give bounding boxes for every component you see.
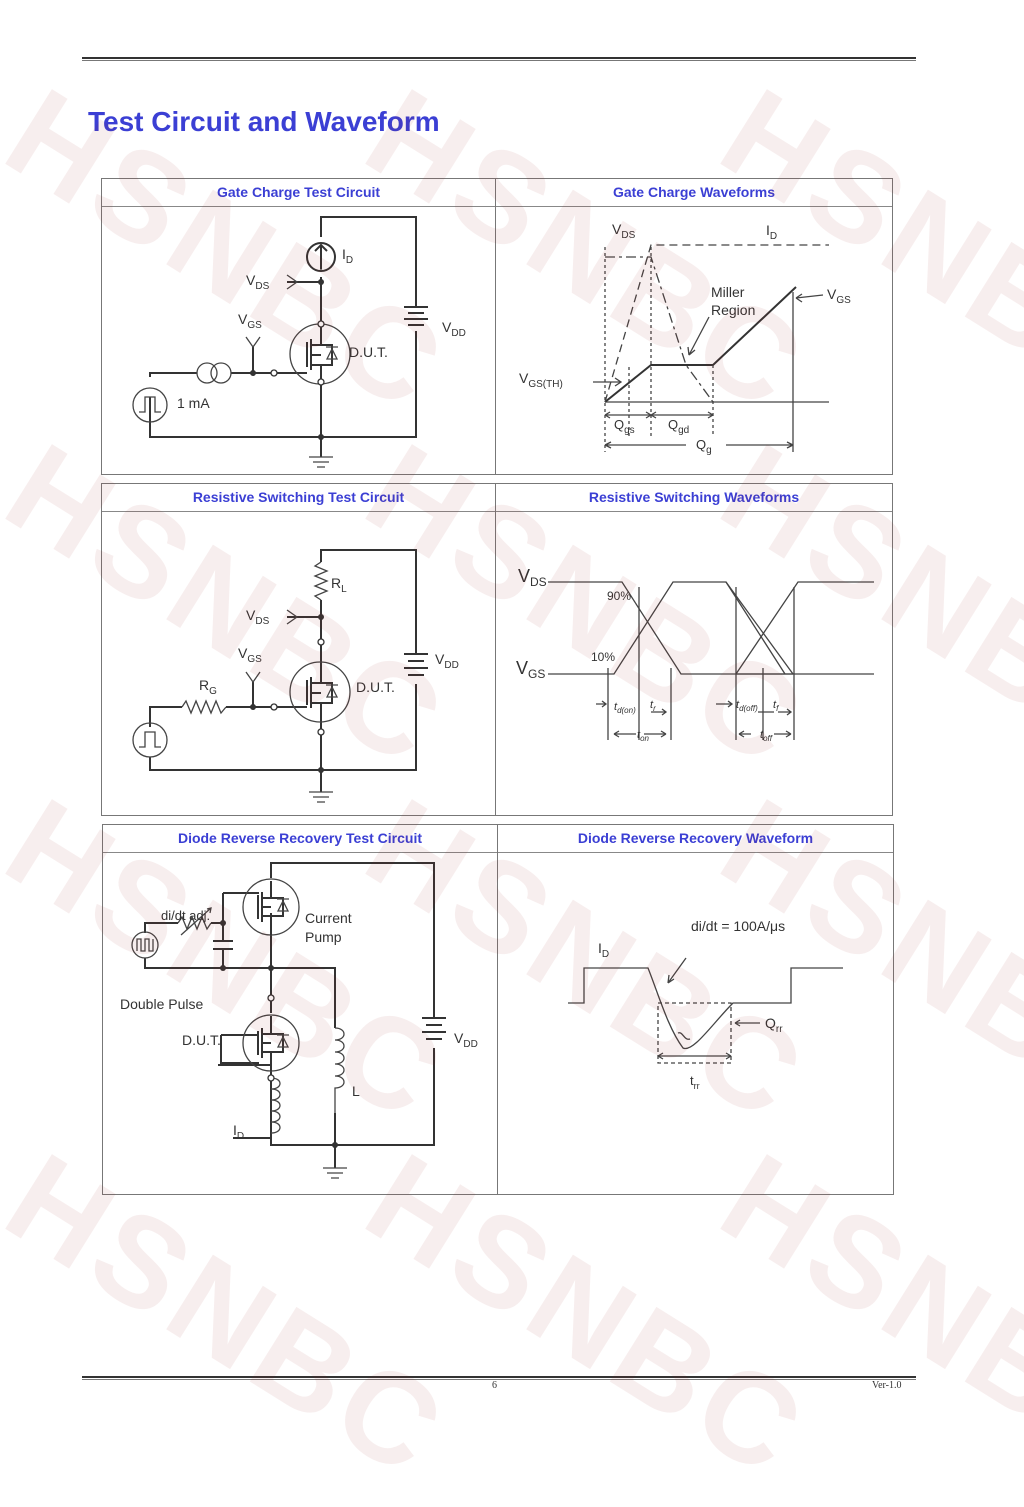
label-vds: V [612, 221, 622, 237]
svg-text:ton: ton [637, 729, 650, 743]
label-qgd: Q [668, 417, 678, 432]
svg-text:Qgs: Qgs [614, 417, 635, 436]
panel-diode-waveform: Diode Reverse Recovery Waveform di/dt = … [497, 824, 894, 1195]
label-pump-2: Pump [305, 929, 342, 945]
label-90pct: 90% [607, 589, 631, 603]
label-source: 1 mA [177, 395, 210, 411]
label-rg: R [199, 677, 209, 693]
svg-text:VDD: VDD [435, 651, 459, 671]
svg-text:VGS(TH): VGS(TH) [519, 370, 563, 390]
panel-heading: Gate Charge Test Circuit [102, 179, 495, 207]
top-rule [82, 57, 916, 61]
label-id: I [342, 246, 346, 262]
svg-text:td(on): td(on) [614, 701, 636, 715]
panel-heading: Diode Reverse Recovery Test Circuit [103, 825, 497, 853]
panel-diode-circuit: Diode Reverse Recovery Test Circuit [102, 824, 498, 1195]
label-tf: t [773, 699, 777, 711]
resistive-waveform-diagram: VDS VGS 90% 10% td(on) tr ton td(off) tf… [516, 566, 874, 743]
label-vdd: V [435, 651, 445, 667]
svg-text:VDD: VDD [442, 319, 466, 339]
svg-text:ID: ID [233, 1122, 244, 1142]
version-label: Ver-1.0 [872, 1380, 902, 1391]
svg-text:RL: RL [331, 575, 347, 595]
panel-heading: Resistive Switching Test Circuit [102, 484, 495, 512]
svg-text:Qrr: Qrr [765, 1015, 783, 1035]
label-10pct: 10% [591, 650, 615, 664]
label-id: I [233, 1122, 237, 1138]
label-vds: V [518, 566, 530, 586]
svg-text:VDS: VDS [246, 607, 270, 627]
svg-text:ID: ID [766, 222, 777, 242]
panel-resistive-waveform: Resistive Switching Waveforms VDS VGS 90… [495, 483, 893, 816]
label-id: I [766, 222, 770, 238]
svg-text:Qgd: Qgd [668, 417, 689, 436]
svg-text:VGS: VGS [827, 286, 851, 306]
svg-text:RG: RG [199, 677, 217, 697]
label-vds: V [246, 272, 256, 288]
label-miller-1: Miller [711, 284, 745, 300]
panel-gate-charge-circuit: Gate Charge Test Circuit [101, 178, 496, 475]
svg-text:td(off): td(off) [736, 699, 758, 713]
svg-text:ID: ID [598, 940, 609, 960]
label-tdoff: t [736, 699, 740, 711]
bottom-rule [82, 1376, 916, 1380]
label-dut: D.U.T. [356, 679, 395, 695]
label-pump-1: Current [305, 910, 352, 926]
label-vdd: V [442, 319, 452, 335]
label-toff: t [760, 729, 764, 741]
gate-charge-circuit-diagram: ID VDS VGS D.U.T. VDD 1 mA [132, 216, 466, 468]
panel-heading: Diode Reverse Recovery Waveform [498, 825, 893, 853]
label-dut: D.U.T. [182, 1032, 221, 1048]
label-qgs: Q [614, 417, 624, 432]
label-qrr: Q [765, 1015, 776, 1031]
label-qg: Q [696, 437, 706, 452]
panel-heading: Resistive Switching Waveforms [496, 484, 892, 512]
panel-heading: Gate Charge Waveforms [496, 179, 892, 207]
svg-text:VDS: VDS [612, 221, 636, 241]
svg-text:Qg: Qg [696, 437, 712, 456]
label-vgs: V [516, 658, 528, 678]
label-tdon: t [614, 701, 618, 713]
label-vgsth: V [519, 370, 529, 386]
label-vgs: V [238, 645, 248, 661]
panel-resistive-circuit: Resistive Switching Test Circuit [101, 483, 496, 816]
diode-waveform-diagram: di/dt = 100A/μs ID Qrr trr [568, 918, 843, 1091]
label-rl: R [331, 575, 341, 591]
label-trr: t [690, 1073, 694, 1088]
diode-circuit-diagram: di/dt adj. Current Pump Double Pulse D.U… [120, 862, 478, 1179]
svg-text:tr: tr [650, 699, 656, 713]
label-vgs: V [827, 286, 837, 302]
page-number: 6 [492, 1380, 497, 1391]
svg-text:VGS: VGS [238, 311, 262, 331]
page-title: Test Circuit and Waveform [88, 106, 440, 137]
label-ton: t [637, 729, 641, 741]
label-didt: di/dt = 100A/μs [691, 918, 785, 934]
svg-text:VDS: VDS [518, 566, 547, 589]
label-double-pulse: Double Pulse [120, 996, 203, 1012]
label-id: I [598, 940, 602, 956]
svg-text:toff: toff [760, 729, 773, 743]
label-miller-2: Region [711, 302, 755, 318]
panel-gate-charge-waveform: Gate Charge Waveforms VDS ID Miller Regi… [495, 178, 893, 475]
svg-text:VDS: VDS [246, 272, 270, 292]
label-tr: t [650, 699, 654, 711]
svg-text:trr: trr [690, 1073, 700, 1091]
resistive-circuit-diagram: RL VDS VGS RG D.U.T. VDD [132, 549, 459, 803]
label-dut: D.U.T. [349, 344, 388, 360]
label-vds: V [246, 607, 256, 623]
svg-text:VGS: VGS [238, 645, 262, 665]
label-vdd: V [454, 1030, 464, 1046]
gate-charge-waveform-diagram: VDS ID Miller Region VGS VGS(TH) Qgs Qgd… [519, 221, 851, 456]
svg-text:tf: tf [773, 699, 779, 713]
svg-text:VDD: VDD [454, 1030, 478, 1050]
svg-text:VGS: VGS [516, 658, 545, 681]
label-vgs: V [238, 311, 248, 327]
label-l: L [352, 1083, 360, 1099]
svg-text:ID: ID [342, 246, 353, 266]
label-didt: di/dt adj. [161, 908, 210, 923]
